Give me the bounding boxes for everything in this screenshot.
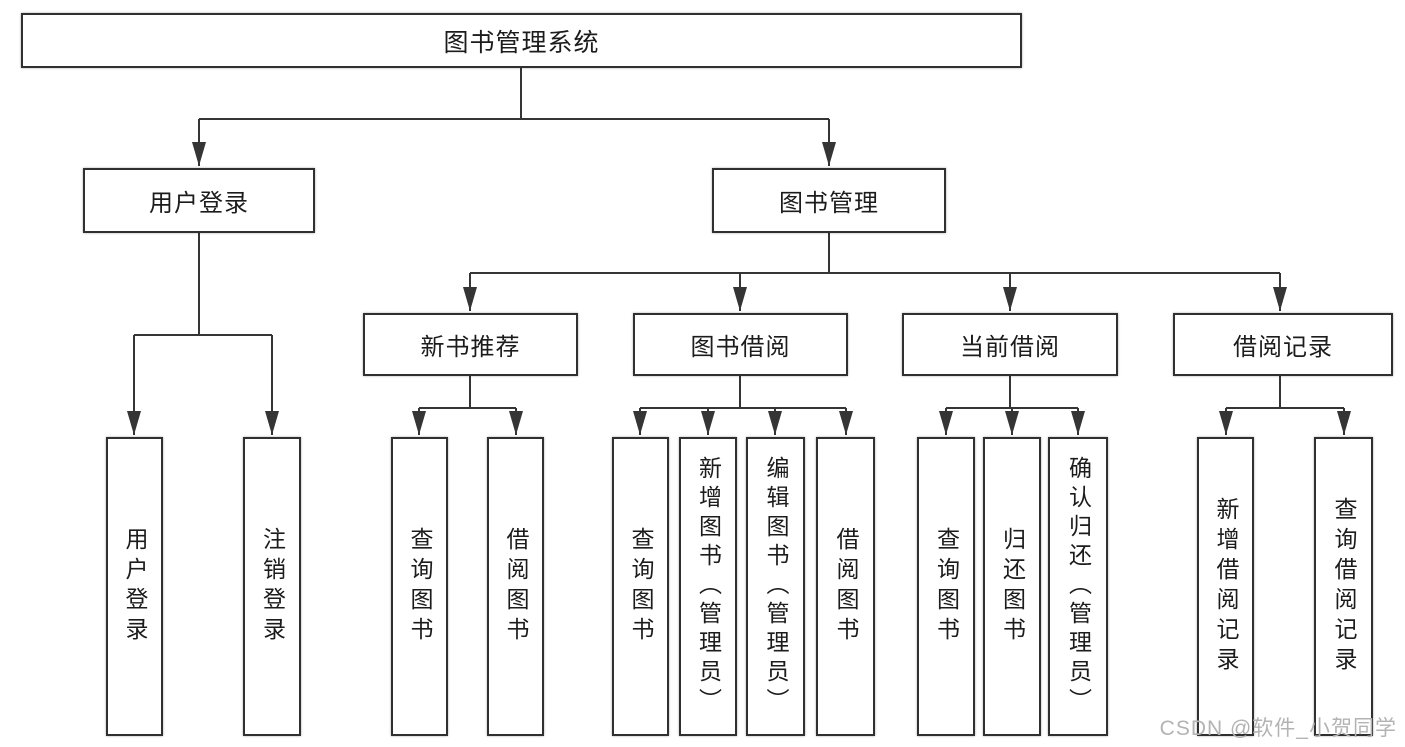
node-book-management-label: 图书管理 xyxy=(779,190,879,217)
leaf-query-borrow-record: 查询借阅记录 xyxy=(1314,437,1373,736)
leaf-add-books-admin-label: 新增图书（管理员） xyxy=(695,456,722,717)
leaf-borrow-books-1: 借阅图书 xyxy=(487,437,544,736)
leaf-add-books-admin: 新增图书（管理员） xyxy=(679,437,737,736)
leaf-logout: 注销登录 xyxy=(243,437,301,736)
leaf-return-books-label: 归还图书 xyxy=(999,526,1026,647)
node-borrowing-records: 借阅记录 xyxy=(1173,313,1393,376)
node-new-book-recommend-label: 新书推荐 xyxy=(420,334,521,361)
leaf-add-borrow-record: 新增借阅记录 xyxy=(1197,437,1254,736)
leaf-confirm-return-admin: 确认归还（管理员） xyxy=(1048,437,1108,736)
leaf-confirm-return-admin-label: 确认归还（管理员） xyxy=(1065,456,1092,717)
leaf-add-borrow-record-label: 新增借阅记录 xyxy=(1213,496,1239,677)
leaf-logout-label: 注销登录 xyxy=(259,526,286,647)
node-user-login-label: 用户登录 xyxy=(149,190,249,217)
leaf-query-books-3-label: 查询图书 xyxy=(933,526,960,647)
node-borrowing-records-label: 借阅记录 xyxy=(1233,334,1333,361)
leaf-borrow-books-2-label: 借阅图书 xyxy=(833,526,859,647)
leaf-borrow-books-1-label: 借阅图书 xyxy=(503,526,529,647)
leaf-query-books-2-label: 查询图书 xyxy=(628,526,654,647)
leaf-query-books-3: 查询图书 xyxy=(917,437,975,736)
leaf-user-login: 用户登录 xyxy=(106,437,163,736)
node-book-borrowing: 图书借阅 xyxy=(633,313,848,376)
node-root-label: 图书管理系统 xyxy=(443,28,600,57)
leaf-borrow-books-2: 借阅图书 xyxy=(816,437,875,736)
leaf-edit-books-admin: 编辑图书（管理员） xyxy=(746,437,805,736)
leaf-query-borrow-record-label: 查询借阅记录 xyxy=(1331,496,1357,677)
node-new-book-recommend: 新书推荐 xyxy=(363,313,578,376)
leaf-edit-books-admin-label: 编辑图书（管理员） xyxy=(763,456,789,717)
watermark-text: CSDN @软件_小贺同学 xyxy=(1159,717,1397,740)
leaf-query-books-1-label: 查询图书 xyxy=(407,526,433,647)
node-current-borrowing-label: 当前借阅 xyxy=(960,334,1060,361)
leaf-query-books-1: 查询图书 xyxy=(391,437,448,736)
node-current-borrowing: 当前借阅 xyxy=(902,313,1118,376)
leaf-user-login-label: 用户登录 xyxy=(122,526,148,647)
node-root: 图书管理系统 xyxy=(21,13,1022,68)
node-book-management: 图书管理 xyxy=(712,168,946,233)
node-book-borrowing-label: 图书借阅 xyxy=(690,334,791,361)
node-user-login: 用户登录 xyxy=(83,168,315,233)
leaf-query-books-2: 查询图书 xyxy=(612,437,669,736)
leaf-return-books: 归还图书 xyxy=(983,437,1041,736)
